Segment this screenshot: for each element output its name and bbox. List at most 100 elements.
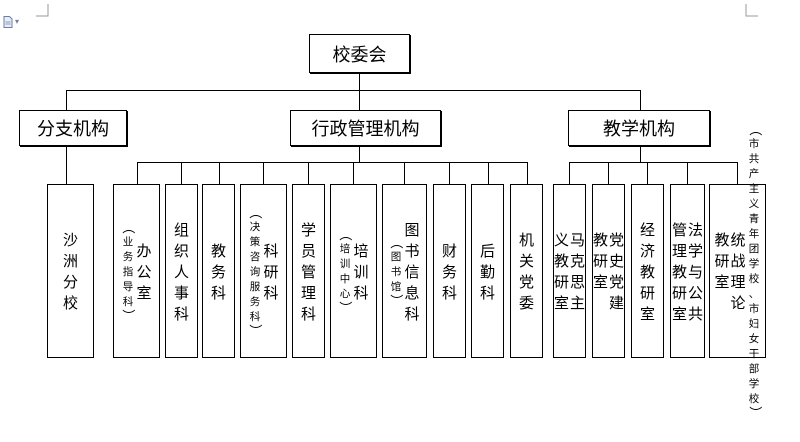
dropdown-caret-icon[interactable]: ▾ [15, 17, 20, 26]
char: 科 [300, 304, 316, 323]
connector [737, 162, 738, 184]
paren-close: ） [388, 293, 404, 307]
char: 党 [609, 231, 625, 249]
paren-close: ） [337, 300, 353, 315]
char: 务 [122, 250, 134, 263]
char: 培 [339, 243, 351, 255]
leaf-admin-6: （图书馆）图书信息科 [382, 184, 427, 358]
leaf-admin-5: （培训中心）培训科 [330, 184, 377, 358]
char: 科 [249, 310, 261, 323]
char: 心 [339, 288, 351, 300]
char: 室 [592, 273, 608, 291]
char: 马 [570, 231, 586, 249]
char: 研 [639, 283, 655, 302]
char: 室 [639, 304, 655, 323]
char: 导 [122, 280, 134, 293]
char: 科 [210, 283, 226, 302]
leaf-admin-4: 学员管理科 [292, 184, 325, 358]
char: 科 [173, 304, 189, 323]
connector [527, 162, 528, 184]
char: 青 [748, 213, 760, 225]
node-label: 校委会 [332, 44, 387, 66]
char: 研 [553, 273, 569, 291]
node-label: 学员管理科 [301, 219, 316, 324]
char: 务 [441, 262, 457, 281]
document-icon[interactable] [3, 16, 13, 28]
char: 团 [748, 243, 760, 255]
char: 市 [748, 138, 760, 150]
node-label: 沙洲分校 [63, 229, 78, 313]
char: 研 [263, 262, 279, 281]
paren-open: （ [247, 205, 263, 219]
char: 后 [479, 241, 495, 260]
char: 室 [553, 294, 569, 312]
char: 咨 [249, 250, 261, 263]
node-label: 后勤科 [480, 240, 495, 303]
paren-close: ） [120, 308, 136, 322]
char: 信 [404, 262, 420, 281]
char: 服 [249, 280, 261, 293]
char: 科 [441, 283, 457, 302]
char: 学 [748, 258, 760, 270]
char: 理 [671, 241, 687, 260]
char: 训 [353, 262, 369, 281]
char: 主 [748, 183, 760, 195]
char: 克 [570, 252, 586, 270]
crop-mark-top-left [36, 4, 49, 17]
char: 校 [62, 294, 78, 312]
crop-mark-top-right [745, 4, 758, 17]
char: 科 [353, 283, 369, 302]
char: 中 [339, 273, 351, 285]
char: 室 [671, 304, 687, 323]
char: 策 [249, 235, 261, 248]
char: 指 [122, 265, 134, 278]
char: 分 [62, 273, 78, 291]
char: 关 [518, 252, 534, 270]
node-branch-institutions: 分支机构 [19, 110, 127, 146]
node-note: （决策咨询服务科） [247, 205, 263, 336]
char: 公 [136, 262, 152, 281]
char: 教 [592, 231, 608, 249]
connector [353, 162, 354, 184]
leaf-admin-7: 财务科 [433, 184, 466, 358]
node-label: 科研科 [264, 240, 279, 303]
connector [569, 162, 570, 184]
connector [488, 162, 489, 184]
node-label: 财务科 [442, 240, 457, 303]
node-label: 教学机构 [603, 119, 675, 140]
char: 法 [688, 220, 704, 239]
connector [359, 90, 360, 110]
char: 室 [714, 273, 730, 291]
char: 战 [730, 252, 746, 270]
leaf-admin-1: 组织人事科 [165, 184, 198, 358]
char: 书 [404, 241, 420, 260]
char: 女 [748, 333, 760, 345]
char: 研 [592, 252, 608, 270]
char: 教 [714, 231, 730, 249]
char: 科 [263, 241, 279, 260]
connector [219, 162, 220, 184]
char: 主 [570, 294, 586, 312]
char: 管 [300, 262, 316, 281]
char: 机 [518, 231, 534, 249]
char: 委 [518, 294, 534, 312]
paren-open: （ [388, 235, 404, 249]
paren-open: （ [120, 220, 136, 234]
leaf-admin-0: （业务指导科）办公室 [113, 184, 160, 358]
leaf-teaching-4: 教研室统战理论（市共产主义青年团学校、市妇女干部学校） [709, 123, 766, 419]
char: 校 [748, 393, 760, 405]
char: 研 [714, 252, 730, 270]
node-admin-institutions: 行政管理机构 [290, 110, 441, 146]
node-label: 管理教研室法学与公共 [672, 219, 703, 324]
char: 产 [748, 168, 760, 180]
char: 书 [390, 265, 402, 278]
connector [137, 162, 528, 163]
node-label: 经济教研室 [640, 219, 655, 324]
char: 学 [748, 378, 760, 390]
char: 组 [173, 220, 189, 239]
char: 与 [688, 262, 704, 281]
connector [608, 162, 609, 184]
leaf-branch-0: 沙洲分校 [47, 184, 94, 358]
node-label: 教研室党史党建 [593, 229, 624, 313]
char: 校 [748, 273, 760, 285]
